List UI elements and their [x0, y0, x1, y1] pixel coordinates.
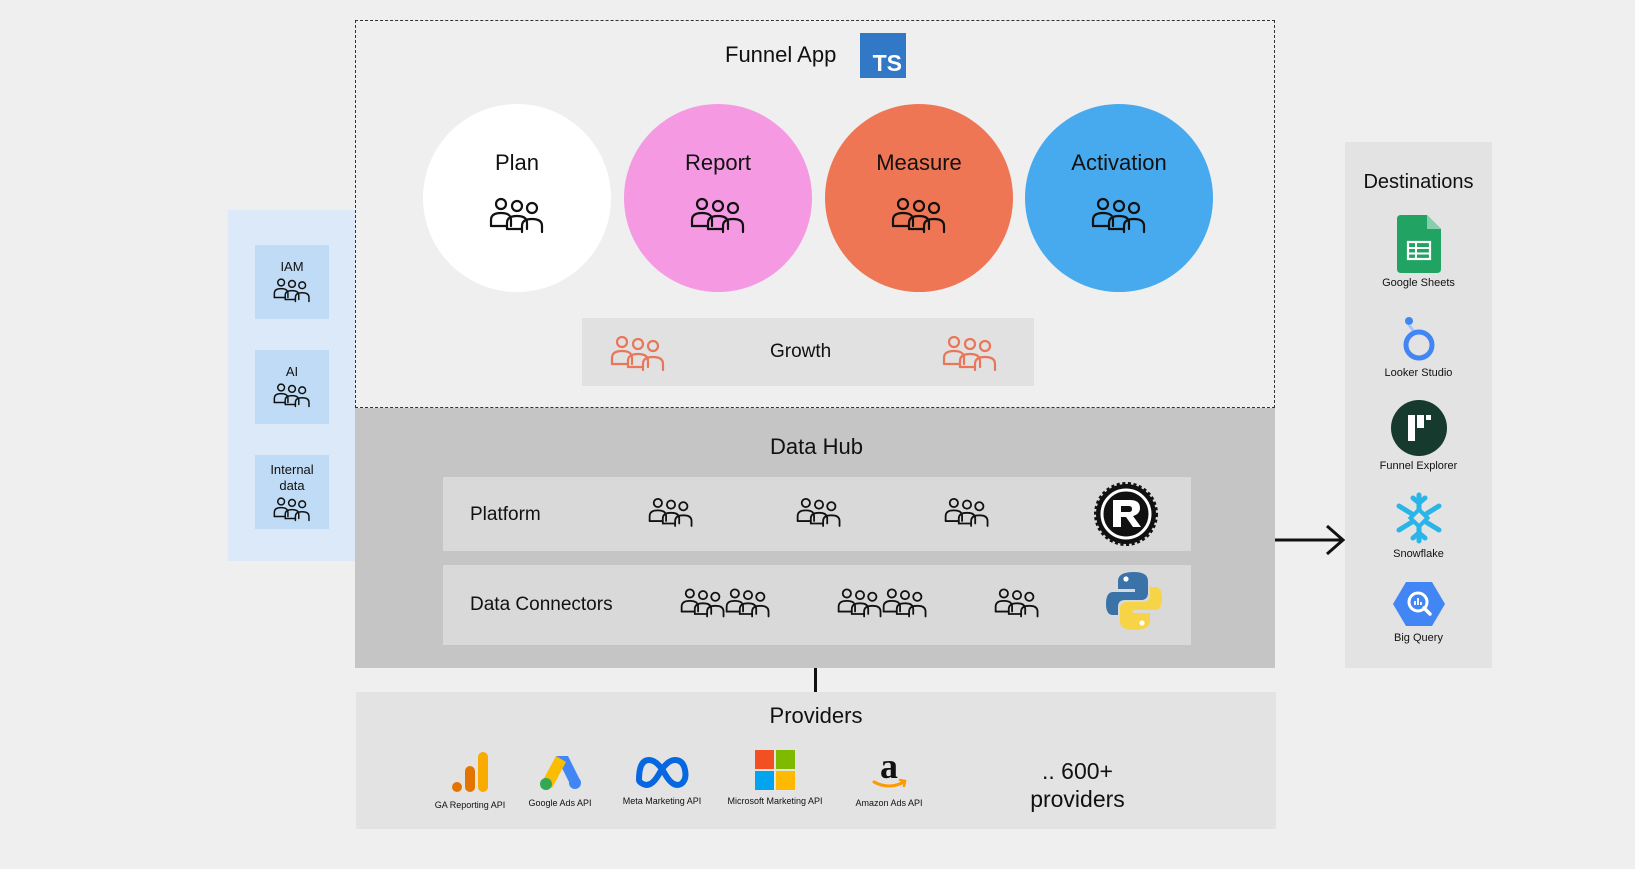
- provider-name: Meta Marketing API: [622, 796, 702, 806]
- destination-looker-studio: Looker Studio: [1345, 315, 1492, 379]
- destination-snowflake: Snowflake: [1345, 492, 1492, 560]
- measure-label: Measure: [876, 150, 962, 175]
- funnel-explorer-icon: [1390, 400, 1447, 456]
- google-sheets-icon: [1396, 215, 1441, 273]
- google-ads-icon: [540, 756, 581, 790]
- connector-line: [814, 668, 817, 692]
- provider-name: Microsoft Marketing API: [727, 796, 823, 806]
- destination-funnel-explorer: Funnel Explorer: [1345, 400, 1492, 472]
- growth-label: Growth: [770, 341, 832, 362]
- meta-icon: [636, 757, 689, 788]
- more-providers-label: .. 600+ providers: [1000, 757, 1155, 813]
- data-hub-title: Data Hub: [770, 434, 863, 459]
- plan-circle: Plan: [423, 104, 611, 292]
- destination-name: Looker Studio: [1384, 367, 1453, 379]
- amazon-icon: a: [872, 748, 907, 788]
- report-circle: Report: [624, 104, 812, 292]
- measure-circle: Measure: [825, 104, 1013, 292]
- iam-label: IAM: [280, 259, 304, 274]
- internal-data-label: Internal data: [270, 462, 314, 493]
- team-icon: [489, 196, 545, 234]
- team-icon: [273, 382, 311, 408]
- data-connectors-label: Data Connectors: [470, 594, 613, 615]
- team-icon: [942, 334, 998, 372]
- team-icon: [610, 334, 666, 372]
- provider-google-ads: Google Ads API: [500, 752, 620, 808]
- team-icon: [273, 277, 311, 303]
- typescript-icon: TS: [860, 33, 906, 78]
- ai-label: AI: [285, 364, 299, 379]
- microsoft-icon: [755, 750, 795, 790]
- ai-box: AI: [255, 350, 329, 424]
- platform-row: [443, 477, 1191, 551]
- destination-name: Snowflake: [1393, 548, 1444, 560]
- activation-circle: Activation: [1025, 104, 1213, 292]
- team-icon: [944, 496, 990, 528]
- team-icon: [273, 496, 311, 522]
- provider-name: Google Ads API: [528, 798, 592, 808]
- providers-title: Providers: [769, 703, 863, 728]
- team-icon: [891, 196, 947, 234]
- destination-name: Big Query: [1394, 632, 1443, 644]
- snowflake-icon: [1396, 492, 1441, 544]
- provider-name: GA Reporting API: [434, 800, 506, 810]
- looker-studio-icon: [1403, 317, 1434, 361]
- provider-name: Amazon Ads API: [855, 798, 923, 808]
- team-icon: [690, 196, 746, 234]
- team-icon: [680, 586, 726, 619]
- team-icon: [1091, 196, 1147, 234]
- destinations-title: Destinations: [1363, 171, 1474, 193]
- destination-big-query: Big Query: [1345, 580, 1492, 644]
- arrow-right-icon: [1275, 523, 1347, 557]
- funnel-app-box: [355, 20, 1275, 408]
- google-analytics-icon: [452, 752, 488, 792]
- internal-data-box: Internal data: [255, 455, 329, 529]
- funnel-app-title: Funnel App: [725, 42, 837, 67]
- activation-label: Activation: [1071, 150, 1167, 175]
- destination-google-sheets: Google Sheets: [1345, 215, 1492, 289]
- report-label: Report: [684, 150, 752, 175]
- team-icon: [648, 496, 694, 528]
- data-connectors-row: [443, 565, 1191, 645]
- iam-box: IAM: [255, 245, 329, 319]
- svg-text:a: a: [880, 748, 898, 786]
- provider-ga: GA Reporting API: [410, 750, 530, 810]
- destination-name: Funnel Explorer: [1379, 460, 1458, 472]
- big-query-icon: [1392, 582, 1445, 626]
- provider-amazon: a Amazon Ads API: [829, 748, 949, 808]
- platform-label: Platform: [470, 504, 541, 525]
- team-icon: [796, 496, 842, 528]
- team-icon: [994, 586, 1040, 619]
- team-icon: [882, 586, 928, 619]
- team-icon: [725, 586, 771, 619]
- more-providers-text: providers: [1030, 786, 1125, 812]
- plan-label: Plan: [494, 150, 540, 175]
- provider-meta: Meta Marketing API: [602, 754, 722, 806]
- more-providers-count: .. 600+: [1042, 758, 1113, 784]
- team-icon: [837, 586, 883, 619]
- rust-icon: [1093, 481, 1159, 547]
- provider-microsoft: Microsoft Marketing API: [715, 750, 835, 806]
- python-icon: [1104, 569, 1164, 633]
- providers-box: [356, 692, 1276, 829]
- destination-name: Google Sheets: [1382, 277, 1455, 289]
